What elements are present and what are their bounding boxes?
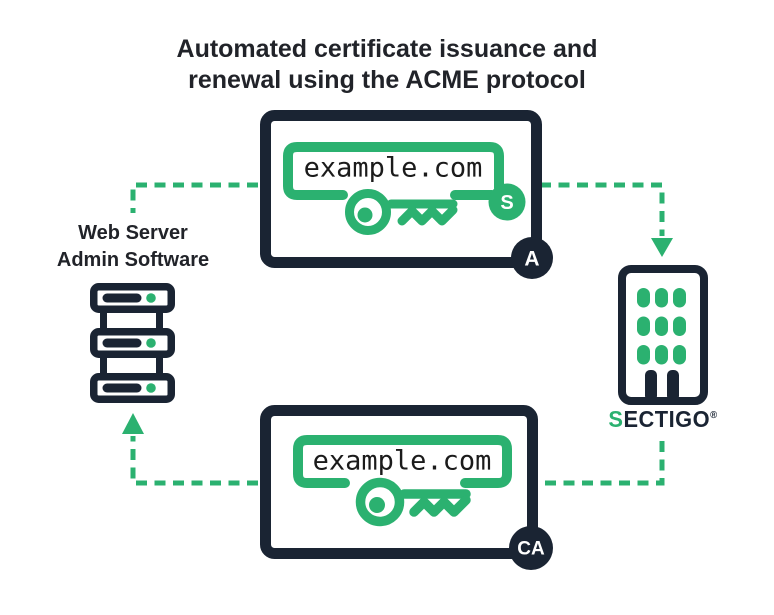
sectigo-logo: SECTIGO® xyxy=(597,406,730,433)
ca-building-icon xyxy=(618,265,708,405)
server-stack-icon xyxy=(90,283,175,403)
ca-badge-circle xyxy=(509,526,553,570)
key-bow-dot xyxy=(357,207,373,223)
web-server-label: Web Server Admin Software xyxy=(20,220,246,274)
building-window xyxy=(673,288,686,308)
building-window xyxy=(655,345,668,365)
top-certificate-frame xyxy=(260,110,542,268)
registered-trademark-icon: ® xyxy=(710,410,718,421)
secure-badge: S xyxy=(488,183,526,221)
arrowhead-up-icon xyxy=(122,413,144,434)
bottom-domain-frame xyxy=(293,435,512,488)
building-window xyxy=(637,316,650,336)
server-status-led xyxy=(146,383,156,393)
web-server-label-line2: Admin Software xyxy=(56,249,210,271)
arrow-cert-to-ca xyxy=(540,182,665,236)
bottom-certificate-domain: example.com xyxy=(313,446,492,477)
building-window xyxy=(637,288,650,308)
building-window xyxy=(655,288,668,308)
diagram-title: Automated certificate issuance and renew… xyxy=(0,34,774,96)
secure-badge-circle xyxy=(488,183,526,221)
acme-agent-badge-label: A xyxy=(524,248,539,271)
acme-agent-badge: A xyxy=(511,237,553,279)
diagram-title-line2: renewal using the ACME protocol xyxy=(188,66,586,94)
acme-agent-badge-circle xyxy=(511,237,553,279)
web-server-label-line1: Web Server xyxy=(78,222,188,244)
building-door xyxy=(667,370,679,401)
key-teeth xyxy=(409,495,471,517)
key-icon xyxy=(345,189,458,235)
sectigo-logo-rest: ECTIGO xyxy=(623,406,711,432)
top-certificate-domain: example.com xyxy=(304,153,483,184)
ca-badge-label: CA xyxy=(517,539,545,560)
diagram-title-line1: Automated certificate issuance and xyxy=(176,35,598,63)
building-window xyxy=(673,316,686,336)
server-status-led xyxy=(146,293,156,303)
key-teeth xyxy=(397,205,458,226)
bottom-certificate-icon: example.com CA xyxy=(260,405,553,570)
sectigo-logo-s: S xyxy=(608,406,624,432)
secure-badge-label: S xyxy=(500,192,513,214)
building-window xyxy=(637,345,650,365)
ca-badge: CA xyxy=(509,526,553,570)
bottom-certificate-frame xyxy=(260,405,538,559)
arrow-ca-to-cert xyxy=(545,441,665,486)
key-bow-dot xyxy=(369,497,385,513)
arrow-cert-to-webserver xyxy=(130,182,258,213)
top-certificate-icon: example.com S A xyxy=(260,110,553,279)
building-window xyxy=(655,316,668,336)
key-icon xyxy=(355,477,471,527)
building-window xyxy=(673,345,686,365)
server-status-led xyxy=(146,338,156,348)
top-domain-frame xyxy=(283,142,504,200)
arrowhead-down-icon xyxy=(651,238,673,257)
building-door xyxy=(645,370,657,401)
arrow-cert-to-server xyxy=(130,436,258,486)
